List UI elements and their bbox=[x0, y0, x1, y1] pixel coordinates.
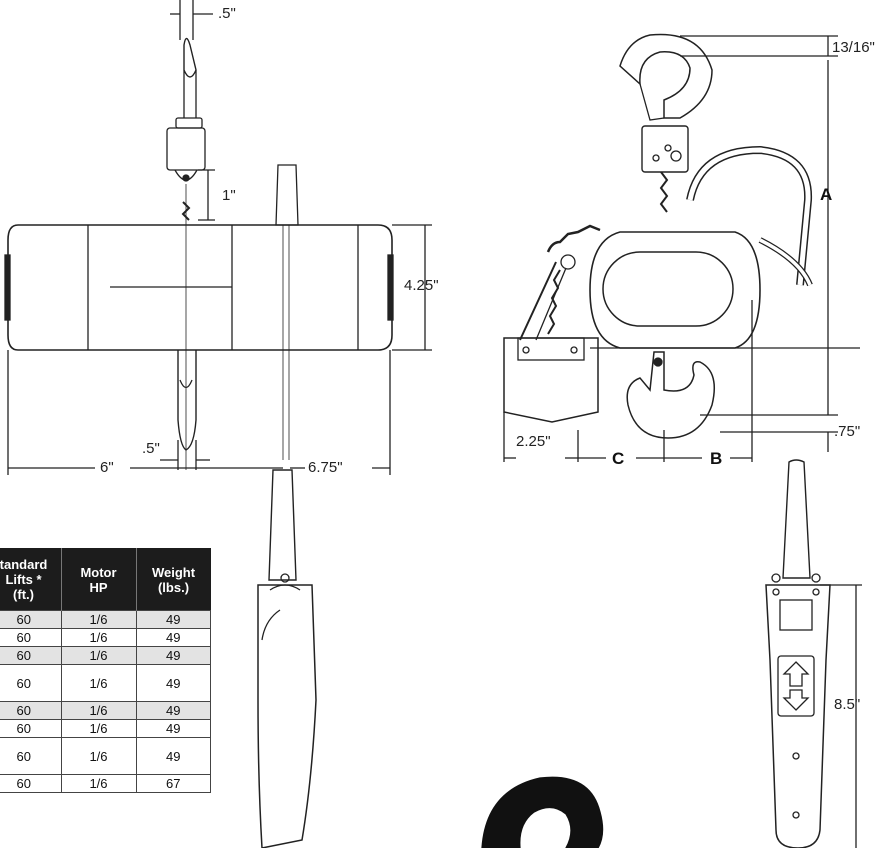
right-span-label: 6.75" bbox=[308, 459, 343, 476]
bottom-chain-width-label: .5" bbox=[142, 440, 160, 457]
bottom-hook-offset-label: .75" bbox=[834, 423, 861, 440]
header-standard-lifts: tandard Lifts * (ft.) bbox=[0, 548, 62, 611]
table-row: 60 1/6 49 bbox=[0, 664, 211, 702]
pendant-length-label: 8.5" bbox=[834, 696, 861, 713]
dimension-b-label: B bbox=[710, 449, 723, 468]
dimension-c-label: C bbox=[612, 449, 625, 468]
table-row: 60 1/6 67 bbox=[0, 774, 211, 793]
dimension-a-label: A bbox=[820, 185, 833, 204]
side-view-hoist bbox=[503, 33, 862, 848]
table-row: 60 1/6 49 bbox=[0, 737, 211, 775]
table-row: 60 1/6 49 bbox=[0, 719, 211, 738]
left-span-label: 6" bbox=[100, 459, 114, 476]
header-weight: Weight (lbs.) bbox=[136, 548, 211, 611]
spec-table: tandard Lifts * (ft.) Motor HP Weight (l… bbox=[0, 548, 211, 793]
table-row: 60 1/6 49 bbox=[0, 628, 211, 647]
top-chain-width-label: .5" bbox=[218, 5, 236, 22]
hook-detail-fragment bbox=[481, 776, 604, 848]
table-row: 60 1/6 49 bbox=[0, 701, 211, 720]
bag-width-label: 2.25" bbox=[516, 433, 551, 450]
table-row: 60 1/6 49 bbox=[0, 646, 211, 665]
header-motor-hp: Motor HP bbox=[61, 548, 137, 611]
front-view-hoist bbox=[4, 0, 432, 848]
hook-offset-label: 13/16" bbox=[832, 39, 875, 56]
body-height-label: 4.25" bbox=[404, 277, 439, 294]
chain-drop-label: 1" bbox=[222, 187, 236, 204]
table-row: 60 1/6 49 bbox=[0, 610, 211, 629]
spec-table-header: tandard Lifts * (ft.) Motor HP Weight (l… bbox=[0, 548, 211, 611]
